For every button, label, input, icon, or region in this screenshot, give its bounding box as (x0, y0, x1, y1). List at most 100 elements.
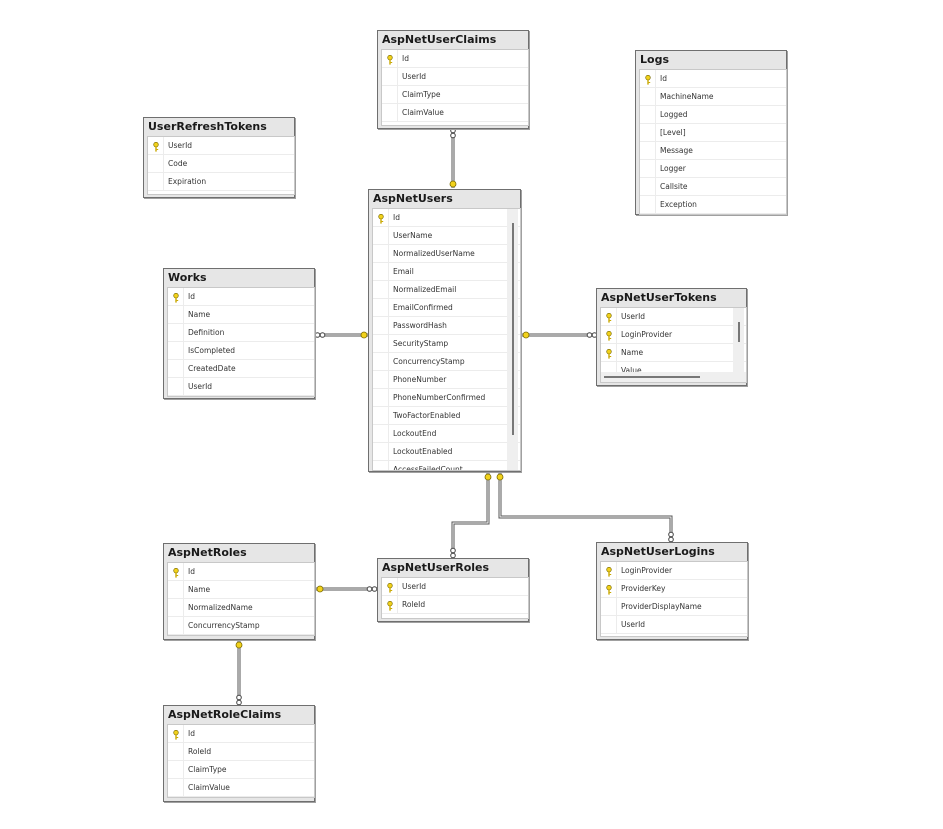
column-row[interactable]: Name (168, 306, 314, 324)
column-row[interactable]: Name (601, 344, 746, 362)
scrollbar-thumb[interactable] (604, 376, 700, 378)
column-row[interactable]: IsCompleted (168, 342, 314, 360)
column-row[interactable]: ClaimType (168, 761, 314, 779)
column-row[interactable]: ClaimType (382, 86, 528, 104)
column-row[interactable]: TwoFactorEnabled (373, 407, 520, 425)
column-row[interactable]: Id (168, 563, 314, 581)
row-selector[interactable] (373, 263, 389, 281)
column-row[interactable]: UserId (382, 68, 528, 86)
column-row[interactable]: UserId (601, 308, 746, 326)
row-selector[interactable] (168, 617, 184, 635)
column-row[interactable]: Exception (640, 196, 786, 214)
column-row[interactable]: Expiration (148, 173, 294, 191)
column-row[interactable]: Id (168, 725, 314, 743)
row-selector[interactable] (382, 596, 398, 614)
row-selector[interactable] (373, 245, 389, 263)
row-selector[interactable] (382, 50, 398, 68)
row-selector[interactable] (640, 178, 656, 196)
row-selector[interactable] (601, 616, 617, 634)
relationship-aspnetuserlogins-aspnetusers[interactable] (496, 473, 674, 543)
row-selector[interactable] (168, 725, 184, 743)
column-row[interactable]: Id (640, 70, 786, 88)
row-selector[interactable] (640, 124, 656, 142)
column-row[interactable]: SecurityStamp (373, 335, 520, 353)
row-selector[interactable] (382, 578, 398, 596)
column-row[interactable]: [Level] (640, 124, 786, 142)
scrollbar-thumb[interactable] (738, 322, 740, 342)
column-row[interactable]: NormalizedUserName (373, 245, 520, 263)
row-selector[interactable] (373, 281, 389, 299)
row-selector[interactable] (168, 761, 184, 779)
row-selector[interactable] (373, 227, 389, 245)
row-selector[interactable] (168, 599, 184, 617)
row-selector[interactable] (601, 580, 617, 598)
column-row[interactable]: MachineName (640, 88, 786, 106)
column-row[interactable]: Id (168, 288, 314, 306)
vertical-scrollbar[interactable] (733, 308, 744, 382)
row-selector[interactable] (168, 324, 184, 342)
column-row[interactable]: ConcurrencyStamp (168, 617, 314, 635)
row-selector[interactable] (373, 425, 389, 443)
row-selector[interactable] (373, 443, 389, 461)
horizontal-scrollbar[interactable] (601, 372, 746, 382)
row-selector[interactable] (373, 317, 389, 335)
row-selector[interactable] (168, 342, 184, 360)
row-selector[interactable] (148, 155, 164, 173)
column-row[interactable]: UserId (168, 378, 314, 396)
row-selector[interactable] (168, 563, 184, 581)
row-selector[interactable] (168, 360, 184, 378)
row-selector[interactable] (640, 70, 656, 88)
column-row[interactable]: UserId (601, 616, 747, 634)
column-row[interactable]: LockoutEnd (373, 425, 520, 443)
column-row[interactable]: ConcurrencyStamp (373, 353, 520, 371)
row-selector[interactable] (168, 288, 184, 306)
row-selector[interactable] (601, 326, 617, 344)
column-row[interactable]: LoginProvider (601, 562, 747, 580)
row-selector[interactable] (168, 581, 184, 599)
row-selector[interactable] (168, 306, 184, 324)
column-row[interactable]: EmailConfirmed (373, 299, 520, 317)
row-selector[interactable] (373, 299, 389, 317)
row-selector[interactable] (601, 362, 617, 380)
row-selector[interactable] (640, 160, 656, 178)
column-row[interactable]: PasswordHash (373, 317, 520, 335)
row-selector[interactable] (640, 196, 656, 214)
row-selector[interactable] (168, 743, 184, 761)
row-selector[interactable] (601, 562, 617, 580)
row-selector[interactable] (601, 598, 617, 616)
column-row[interactable]: AccessFailedCount (373, 461, 520, 470)
row-selector[interactable] (168, 378, 184, 396)
column-row[interactable]: Definition (168, 324, 314, 342)
column-row[interactable]: Name (168, 581, 314, 599)
row-selector[interactable] (640, 88, 656, 106)
row-selector[interactable] (640, 142, 656, 160)
row-selector[interactable] (148, 137, 164, 155)
vertical-scrollbar[interactable] (507, 209, 518, 470)
column-row[interactable]: PhoneNumber (373, 371, 520, 389)
row-selector[interactable] (373, 407, 389, 425)
row-selector[interactable] (168, 779, 184, 797)
column-row[interactable]: Email (373, 263, 520, 281)
row-selector[interactable] (373, 353, 389, 371)
column-row[interactable]: Message (640, 142, 786, 160)
row-selector[interactable] (373, 335, 389, 353)
column-row[interactable]: ProviderKey (601, 580, 747, 598)
relationship-works-aspnetusers[interactable] (314, 331, 368, 339)
column-row[interactable]: LockoutEnabled (373, 443, 520, 461)
relationship-aspnetroleclaims-aspnetroles[interactable] (235, 641, 243, 706)
relationship-aspnetuserroles-aspnetusers[interactable] (450, 473, 492, 559)
column-row[interactable]: Id (382, 50, 528, 68)
row-selector[interactable] (640, 106, 656, 124)
row-selector[interactable] (382, 68, 398, 86)
row-selector[interactable] (373, 209, 389, 227)
relationship-aspnetuserclaims-aspnetusers[interactable] (449, 127, 457, 188)
column-row[interactable]: NormalizedName (168, 599, 314, 617)
